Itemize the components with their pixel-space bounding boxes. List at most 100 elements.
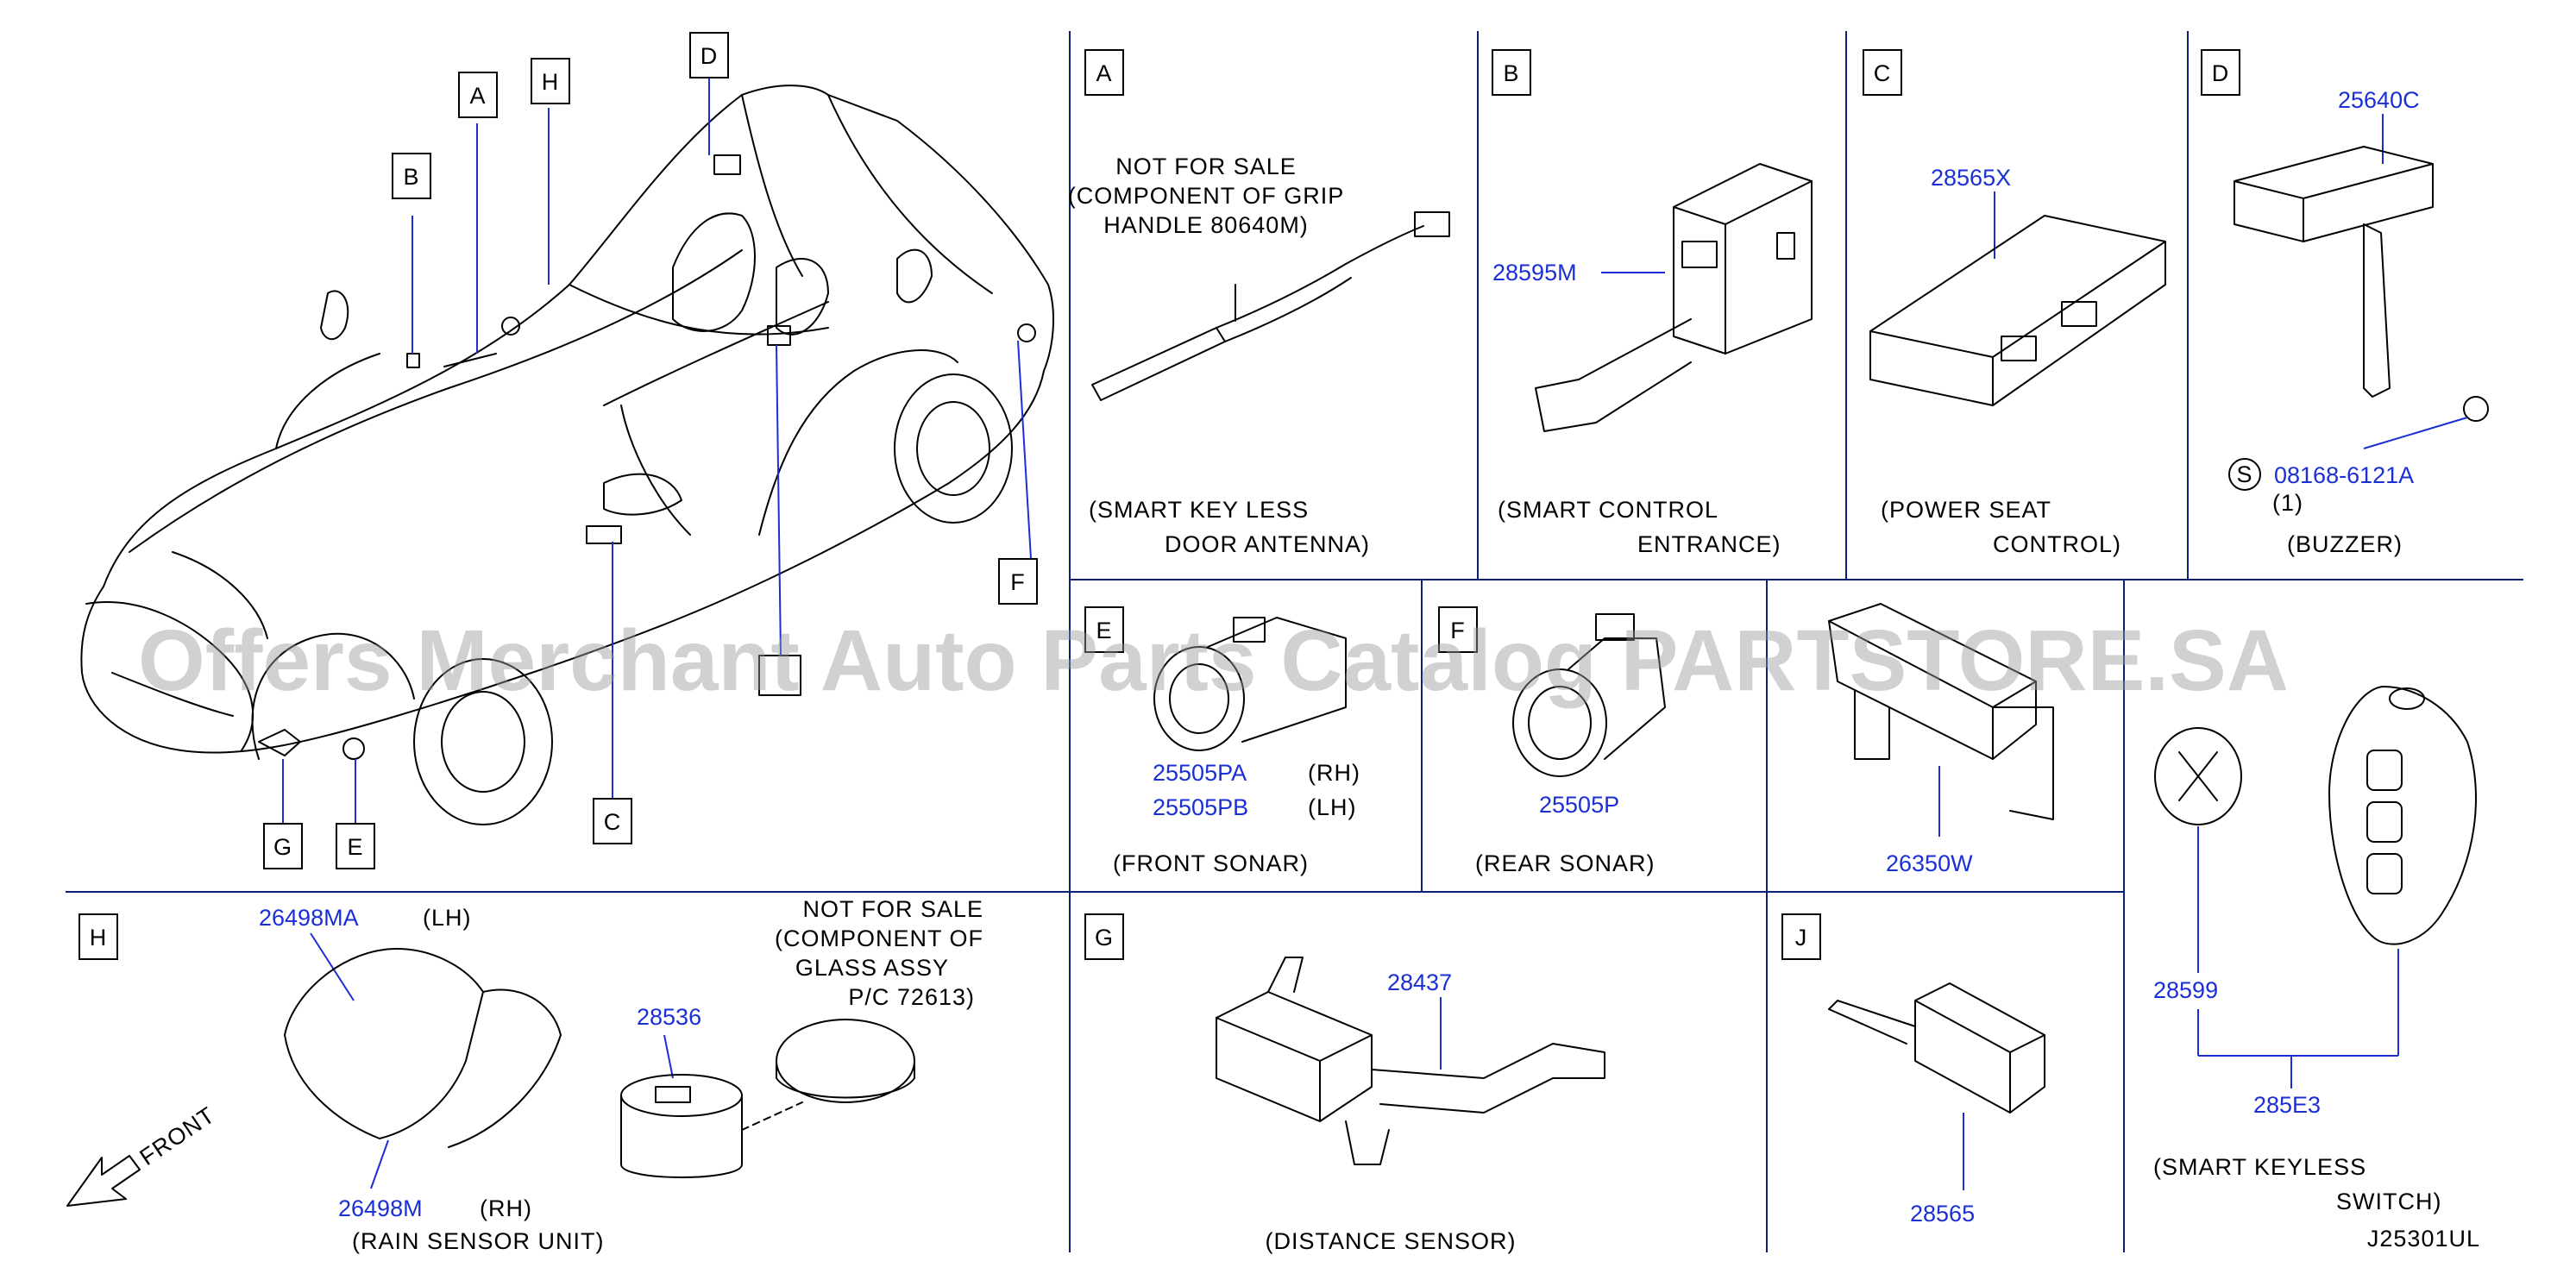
panel-key-caption-line-1: (SMART KEYLESS [2153,1154,2366,1180]
panel-A-note-line-2: (COMPONENT OF GRIP [1068,183,1345,209]
panel-H-note-line-4: P/C 72613) [848,984,975,1010]
unit-26350W-drawing [1828,603,2054,820]
smart-key-fob-drawing [2328,686,2477,945]
panel-A-caption-line-2: DOOR ANTENNA) [1165,531,1370,557]
panel-C-letter: C [1874,60,1892,86]
panel-A: A NOT FOR SALE (COMPONENT OF GRIP HANDLE… [1068,49,1450,557]
panel-F-letter-box [1438,606,1478,653]
callout-E: E [336,823,375,869]
part-number-285E3: 285E3 [2253,1092,2321,1118]
svg-text:F: F [1010,569,1026,595]
buzzer-drawing [2234,146,2489,422]
panel-G: G 28437 (DISTANCE SENSOR) [1084,913,1605,1254]
panel-J-letter-box [1781,913,1821,960]
screw-s-symbol [2228,458,2261,491]
callout-F: F [998,558,1038,605]
smart-control-entrance-drawing [1535,163,1813,432]
svg-text:C: C [604,809,622,835]
part-26498MA[interactable]: 26498MA [259,905,359,1001]
coin-battery-drawing [2154,727,2242,825]
part-number-28565X: 28565X [1931,165,2011,191]
panel-C-caption-line-1: (POWER SEAT [1881,497,2051,523]
panel-C-caption-line-2: CONTROL) [1993,531,2121,557]
callout-G: G [263,823,303,869]
screw-symbol-letter: S [2236,461,2252,487]
panel-B-letter-box [1492,49,1531,96]
part-26498M-side: (RH) [480,1195,532,1221]
svg-text:D: D [701,43,719,69]
part-number-25505P: 25505P [1539,792,1619,818]
panel-26350W: 26350W [1828,603,2054,876]
part-28595M[interactable]: 28595M [1492,260,1665,285]
part-28536[interactable]: 28536 [637,1004,701,1079]
panel-A-letter: A [1096,60,1112,86]
part-25505PB-side: (LH) [1308,794,1357,820]
watermark-text: Offers Merchant Auto Parts Catalog PARTS… [138,612,2289,709]
part-28599[interactable]: 28599 [2153,826,2218,1003]
sensor-bracket-drawing [776,1019,915,1103]
callout-B: B [392,153,431,199]
panel-H-letter-box [79,913,118,960]
part-25505P[interactable]: 25505P [1539,792,1619,818]
panel-A-note-line-1: NOT FOR SALE [1115,154,1297,179]
part-25505PA-side: (RH) [1308,760,1360,786]
power-seat-control-drawing [1869,215,2166,406]
part-26350W[interactable]: 26350W [1886,766,1973,876]
panel-H-note-line-2: (COMPONENT OF [775,925,983,951]
panel-separators [66,31,2523,1252]
front-direction-indicator: FRONT [66,1101,220,1207]
callout-A: A [458,72,498,118]
panel-F-letter: F [1450,618,1466,643]
part-28565X[interactable]: 28565X [1931,165,2011,259]
part-number-25505PB: 25505PB [1153,794,1248,820]
panel-B-letter: B [1503,60,1519,86]
front-sonar-drawing [1153,617,1347,751]
door-antenna-drawing [1091,211,1450,401]
callout-H: H [531,58,570,104]
panel-G-caption: (DISTANCE SENSOR) [1265,1228,1516,1254]
panel-D-caption: (BUZZER) [2287,531,2403,557]
panel-J: J 28565 [1781,913,2045,1227]
rear-sonar-drawing [1512,613,1666,777]
panel-E-letter: E [1096,618,1112,643]
part-25505PB[interactable]: 25505PB [1153,794,1248,820]
part-number-28565: 28565 [1910,1201,1975,1227]
part-285E3[interactable]: 285E3 [2253,1092,2321,1118]
part-number-28595M: 28595M [1492,260,1577,285]
panel-A-letter-box [1084,49,1124,96]
panel-C-letter-box [1863,49,1902,96]
panel-H: H 26498MA (LH) 26498M (RH) 28536 NO [66,896,983,1254]
panel-E-letter-box [1084,606,1124,653]
panel-G-letter: G [1095,925,1114,951]
front-label: FRONT [135,1101,220,1170]
part-08168-6121A[interactable]: S 08168-6121A [2228,417,2468,491]
part-28565[interactable]: 28565 [1910,1113,1975,1227]
part-number-28599: 28599 [2153,977,2218,1003]
svg-text:E: E [347,834,363,860]
callout-D: D [689,32,729,78]
svg-text:G: G [273,834,292,860]
panel-H-note-line-3: GLASS ASSY [795,955,949,981]
part-25505PA[interactable]: 25505PA [1153,760,1247,786]
panel-C: C 28565X (POWER SEAT CONTROL) [1863,49,2166,557]
svg-text:H: H [542,69,560,95]
part-28437[interactable]: 28437 [1387,969,1452,1070]
rain-sensor-drawing [620,1074,743,1178]
panel-E: E 25505PA (RH) 25505PB (LH) (FRONT SONAR… [1084,606,1360,876]
panel-D-letter-box [2201,49,2240,96]
part-number-28437: 28437 [1387,969,1452,995]
panel-A-caption-line-1: (SMART KEY LESS [1089,497,1309,523]
part-25640C[interactable]: 25640C [2338,87,2420,164]
panel-H-letter: H [90,925,108,951]
screw-quantity: (1) [2272,490,2303,516]
part-number-26498M: 26498M [338,1195,423,1221]
part-number-26350W: 26350W [1886,850,1973,876]
panel-B-caption-line-2: ENTRANCE) [1637,531,1781,557]
part-26498M[interactable]: 26498M [338,1139,423,1221]
svg-text:A: A [469,83,486,109]
callout-C: C [593,798,632,844]
panel-B-caption-line-1: (SMART CONTROL [1498,497,1718,523]
part-number-28536: 28536 [637,1004,701,1030]
diagram-code: J25301UL [2367,1226,2480,1252]
